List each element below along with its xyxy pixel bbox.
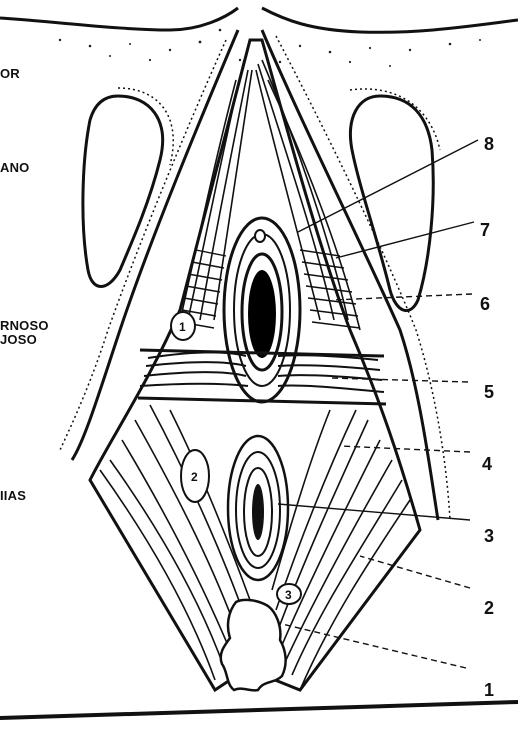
central-orifice <box>248 270 276 358</box>
inner-number-3: 3 <box>285 588 292 602</box>
number-label-1: 1 <box>484 680 494 701</box>
bottom-border <box>0 702 518 718</box>
left-label-iias: IIAS <box>0 488 26 503</box>
left-label-rnoso: RNOSO <box>0 318 49 333</box>
number-label-5: 5 <box>484 382 494 403</box>
inner-number-1: 1 <box>179 320 186 334</box>
left-ischial-loop <box>83 96 163 287</box>
anal-canal <box>252 484 264 540</box>
leader-8 <box>298 140 478 232</box>
number-label-3: 3 <box>484 526 494 547</box>
left-label-or: OR <box>0 66 20 81</box>
number-label-8: 8 <box>484 134 494 155</box>
inner-number-2: 2 <box>191 470 198 484</box>
right-ischial-loop <box>350 96 433 311</box>
leader-6 <box>332 294 472 300</box>
number-label-6: 6 <box>480 294 490 315</box>
left-label-ano: ANO <box>0 160 30 175</box>
number-label-7: 7 <box>480 220 490 241</box>
left-label-joso: JOSO <box>0 332 37 347</box>
upper-skin-contour <box>0 8 518 32</box>
number-label-2: 2 <box>484 598 494 619</box>
urethral-orifice <box>255 230 265 242</box>
number-label-4: 4 <box>482 454 492 475</box>
coccyx <box>221 600 286 691</box>
leader-7 <box>336 222 474 258</box>
